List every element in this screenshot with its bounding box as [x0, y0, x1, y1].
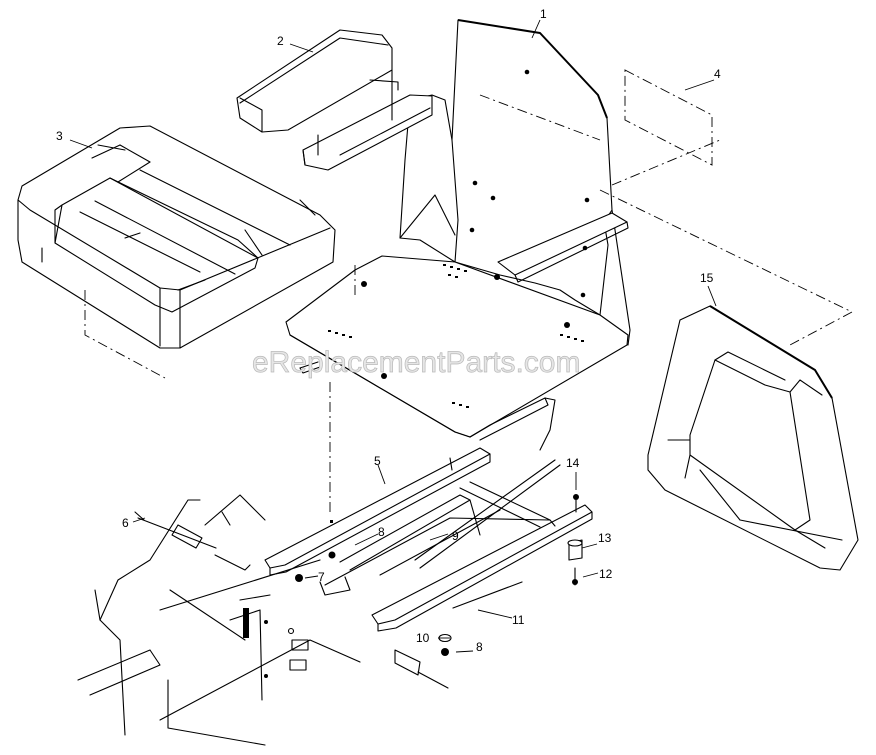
seat-cushion — [17, 125, 336, 349]
callout-5: 5 — [374, 454, 381, 468]
callout-1: 1 — [540, 7, 547, 21]
callout-14: 14 — [566, 456, 580, 470]
callout-9: 9 — [452, 529, 459, 543]
callout-7: 7 — [318, 570, 325, 584]
callout-numbers: 1 2 3 4 5 6 7 8 8 9 10 11 12 13 14 15 — [56, 7, 721, 654]
callout-10: 10 — [416, 631, 430, 645]
callout-leaders — [69, 19, 717, 653]
watermark-text: eReplacementParts.com — [252, 346, 580, 379]
seat-frame — [285, 19, 631, 451]
callout-4: 4 — [714, 67, 721, 81]
slide-rail-assembly — [264, 447, 593, 632]
callout-8a: 8 — [378, 525, 385, 539]
callout-12: 12 — [599, 567, 613, 581]
decal — [624, 69, 713, 166]
callout-11: 11 — [512, 613, 525, 627]
callout-8b: 8 — [476, 640, 483, 654]
mounting-plate — [77, 494, 449, 746]
callout-6: 6 — [122, 516, 129, 530]
back-cushion — [647, 305, 859, 571]
callout-3: 3 — [56, 129, 63, 143]
callout-13: 13 — [598, 531, 612, 545]
armrest — [236, 29, 433, 171]
callout-2: 2 — [277, 34, 284, 48]
callout-15: 15 — [700, 271, 714, 285]
assembly-lines — [84, 94, 853, 516]
